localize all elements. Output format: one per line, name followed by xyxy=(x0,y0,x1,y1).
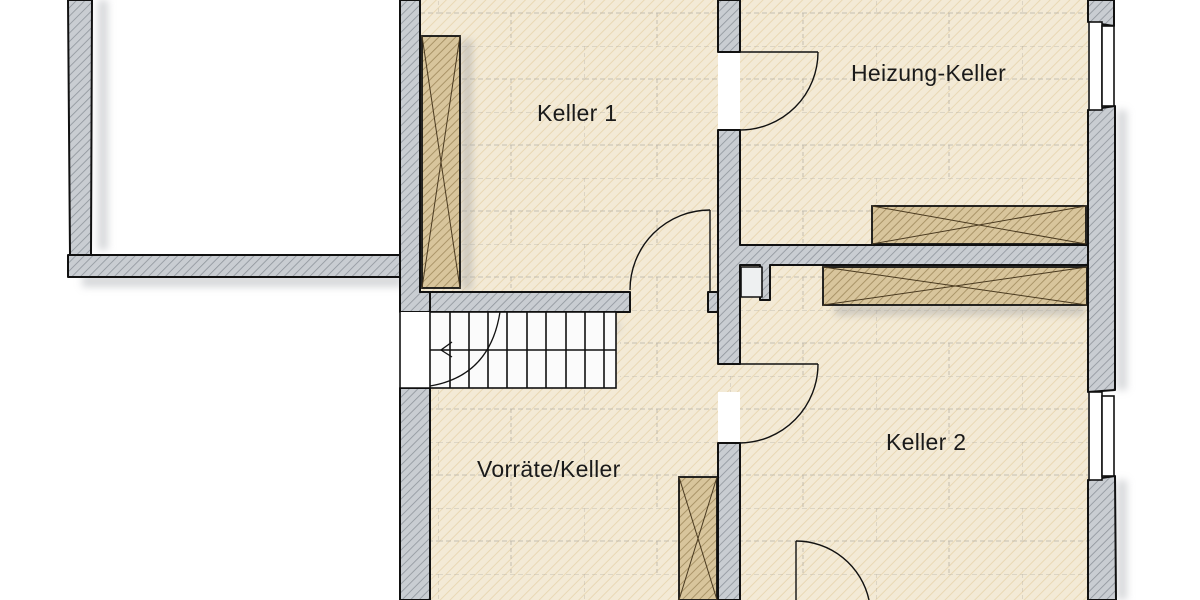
wall-vorraete-west xyxy=(399,387,431,600)
floor-areas xyxy=(420,0,1088,600)
stairs xyxy=(399,311,617,389)
duct-niche xyxy=(740,266,763,298)
wall-left-bottom xyxy=(67,254,401,278)
room-label-keller-1: Keller 1 xyxy=(537,100,618,126)
doors xyxy=(629,51,870,600)
wall-right-2 xyxy=(1087,105,1116,393)
wall-middle-bottom xyxy=(717,442,741,600)
wall-right-3 xyxy=(1087,475,1117,600)
door-keller-2 xyxy=(739,363,819,444)
door-heizung-keller xyxy=(739,51,819,131)
cabinet-keller-2 xyxy=(822,266,1088,306)
room-label-vorraete-keller: Vorräte/Keller xyxy=(477,456,621,482)
window-keller-2 xyxy=(1088,391,1115,481)
wall-left-outer xyxy=(67,0,93,256)
room-label-heizung-keller: Heizung-Keller xyxy=(851,60,1007,86)
door-swing-stairs xyxy=(429,311,501,387)
wall-middle-top xyxy=(717,0,741,53)
stairs-direction-arrow xyxy=(439,341,453,358)
cabinets xyxy=(421,35,1088,600)
door-keller-1 xyxy=(629,209,711,292)
cabinet-keller-1 xyxy=(421,35,461,289)
window-heizung xyxy=(1088,21,1115,111)
cabinet-vorraete xyxy=(678,476,718,600)
wall-keller1-south-right xyxy=(707,291,719,313)
walls xyxy=(67,0,1117,600)
windows xyxy=(1088,21,1115,481)
cabinet-heizung xyxy=(871,205,1087,245)
wall-keller1-south xyxy=(419,291,631,313)
room-label-keller-2: Keller 2 xyxy=(886,429,967,455)
door-keller-2-lower xyxy=(795,540,870,600)
